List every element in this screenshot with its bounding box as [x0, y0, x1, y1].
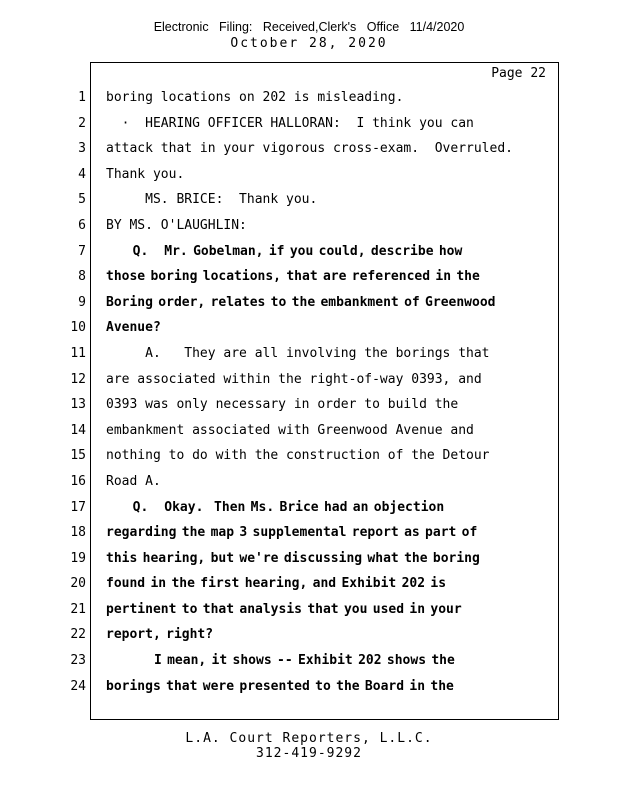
line-text: Q. Mr. Gobelman, if you could, describe … [106, 243, 463, 259]
line-number: 5 [78, 192, 86, 208]
transcript-line: 20 found in the first hearing, and Exhib… [60, 571, 562, 597]
line-number: 16 [70, 473, 86, 489]
transcript-line: 8 those boring locations, that are refer… [60, 264, 562, 290]
efiling-stamp: Electronic Filing: Received,Clerk's Offi… [153, 20, 465, 34]
line-text: regarding the map 3 supplemental report … [106, 525, 478, 541]
line-number: 6 [78, 217, 86, 233]
line-text: attack that in your vigorous cross-exam.… [106, 141, 513, 157]
line-text: A. They are all involving the borings th… [106, 345, 490, 361]
line-number: 1 [78, 90, 86, 105]
transcript-line: 21 pertinent to that analysis that you u… [60, 597, 562, 623]
line-text: Thank you. [106, 166, 185, 182]
line-text: nothing to do with the construction of t… [106, 448, 490, 464]
line-number: 7 [78, 243, 86, 259]
line-number: 4 [78, 166, 86, 182]
line-text: Boring order, relates to the embankment … [106, 294, 496, 310]
transcript-line: 5 MS. BRICE: Thank you. [60, 187, 562, 213]
line-text: found in the first hearing, and Exhibit … [106, 576, 447, 592]
line-text: borings that were presented to the Board… [106, 678, 454, 694]
transcript-line: 2 · HEARING OFFICER HALLORAN: I think yo… [60, 111, 562, 137]
line-number: 22 [70, 627, 86, 643]
line-number: 19 [70, 550, 86, 566]
line-text: boring locations on 202 is misleading. [106, 90, 404, 105]
line-number: 8 [78, 269, 86, 285]
line-number: 15 [70, 448, 86, 464]
line-text: MS. BRICE: Thank you. [106, 192, 318, 208]
transcript-line: 10 Avenue? [60, 315, 562, 341]
line-number: 14 [70, 422, 86, 438]
line-text: · HEARING OFFICER HALLORAN: I think you … [106, 115, 474, 131]
court-reporter-phone: 312-419-9292 [256, 746, 362, 761]
transcript-line: 6 BY MS. O'LAUGHLIN: [60, 213, 562, 239]
transcript-line: 12 are associated within the right-of-wa… [60, 367, 562, 393]
transcript-border-box [90, 62, 559, 720]
transcript-line: 22 report, right? [60, 622, 562, 648]
transcript-line: 3 attack that in your vigorous cross-exa… [60, 136, 562, 162]
line-number: 20 [70, 576, 86, 592]
transcript-line: 17 Q. Okay. Then Ms. Brice had an object… [60, 495, 562, 521]
line-text: Road A. [106, 473, 161, 489]
transcript-line: 19 this hearing, but we're discussing wh… [60, 546, 562, 572]
line-text: are associated within the right-of-way 0… [106, 371, 482, 387]
line-text: embankment associated with Greenwood Ave… [106, 422, 474, 438]
hearing-date: October 28, 2020 [230, 36, 388, 51]
transcript-line: 24 borings that were presented to the Bo… [60, 674, 562, 700]
line-text: this hearing, but we're discussing what … [106, 550, 480, 566]
line-text: BY MS. O'LAUGHLIN: [106, 217, 247, 233]
transcript-line: 11 A. They are all involving the borings… [60, 341, 562, 367]
transcript-lines: 1 boring locations on 202 is misleading.… [60, 85, 562, 699]
line-number: 9 [78, 294, 86, 310]
court-reporter-name: L.A. Court Reporters, L.L.C. [185, 731, 433, 746]
page-number-label: Page 22 [491, 66, 546, 81]
transcript-line: 1 boring locations on 202 is misleading. [60, 85, 562, 111]
transcript-line: 14 embankment associated with Greenwood … [60, 418, 562, 444]
transcript-line: 13 0393 was only necessary in order to b… [60, 392, 562, 418]
transcript-line: 9 Boring order, relates to the embankmen… [60, 290, 562, 316]
transcript-line: 15 nothing to do with the construction o… [60, 443, 562, 469]
line-text: 0393 was only necessary in order to buil… [106, 397, 459, 413]
line-text: those boring locations, that are referen… [106, 269, 480, 285]
line-text: pertinent to that analysis that you used… [106, 601, 462, 617]
transcript-line: 4 Thank you. [60, 162, 562, 188]
transcript-line: 7 Q. Mr. Gobelman, if you could, describ… [60, 239, 562, 265]
line-text: Q. Okay. Then Ms. Brice had an objection [106, 499, 445, 515]
transcript-line: 18 regarding the map 3 supplemental repo… [60, 520, 562, 546]
line-number: 24 [70, 678, 86, 694]
transcript-line: 16 Road A. [60, 469, 562, 495]
line-number: 13 [70, 397, 86, 413]
line-number: 2 [78, 115, 86, 131]
line-text: Avenue? [106, 320, 161, 336]
line-number: 23 [70, 653, 86, 669]
line-text: report, right? [106, 627, 214, 643]
line-number: 12 [70, 371, 86, 387]
line-number: 21 [70, 601, 86, 617]
line-text: I mean, it shows -- Exhibit 202 shows th… [106, 653, 455, 669]
line-number: 18 [70, 525, 86, 541]
line-number: 10 [70, 320, 86, 336]
line-number: 17 [70, 499, 86, 515]
line-number: 11 [70, 345, 86, 361]
line-number: 3 [78, 141, 86, 157]
transcript-line: 23 I mean, it shows -- Exhibit 202 shows… [60, 648, 562, 674]
